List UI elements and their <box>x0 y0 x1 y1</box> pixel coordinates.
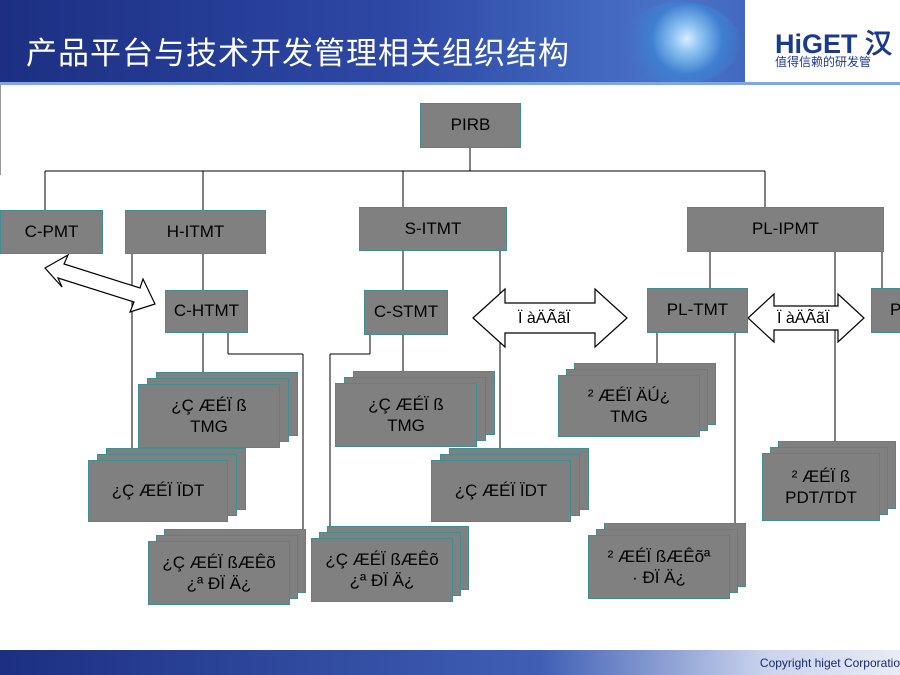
logo-tagline: 值得信赖的研发管 <box>775 55 872 69</box>
stack-s-project: ¿Ç ÆÉÏ ßÆÊõ ¿ª ÐÏ Ä¿ <box>311 526 469 602</box>
org-node-pl-tmt: PL-TMT <box>647 288 748 333</box>
stack-pdt-tdt: ² ÆÉÏ ß PDT/TDT <box>762 441 896 521</box>
org-node-h-itmt: H-ITMT <box>125 210 266 254</box>
org-node-c-stmt: C-STMT <box>364 290 448 335</box>
stack-h-project: ¿Ç ÆÉÏ ßÆÊõ ¿ª ÐÏ Ä¿ <box>148 529 306 605</box>
globe-graphic <box>622 2 740 84</box>
footer-bar: Copyright higet Corporatio <box>0 650 900 675</box>
logo: HiGET 汉 <box>775 29 893 59</box>
org-node-s-itmt: S-ITMT <box>359 207 507 251</box>
stack-h-tmg: ¿Ç ÆÉÏ ß TMG <box>138 372 298 448</box>
header-banner: 产品平台与技术开发管理相关组织结构 HiGET 汉 值得信赖的研发管 <box>0 0 900 85</box>
arrow-label-right: Ï àÄÃãÏ <box>777 310 830 327</box>
org-node-c-pmt: C-PMT <box>0 210 103 254</box>
stack-pl-tmg: ² ÆÉÏ ÄÚ¿ TMG <box>558 363 716 437</box>
stack-h-tdt: ¿Ç ÆÉÏ ÏDT <box>88 448 246 522</box>
arrow-label-center: Ï àÄÃãÏ <box>518 310 571 327</box>
stack-s-tdt: ¿Ç ÆÉÏ ÏDT <box>431 448 589 522</box>
org-node-p-partial: P <box>871 288 900 333</box>
double-arrow-right <box>747 292 865 344</box>
double-arrow-left <box>44 253 156 313</box>
stack-s-tmg: ¿Ç ÆÉÏ ß TMG <box>335 371 495 447</box>
stack-pl-project: ² ÆÉÏ ßÆÊõª · ÐÏ Ä¿ <box>588 523 746 599</box>
org-node-c-htmt: C-HTMT <box>165 290 248 333</box>
header-stripe <box>0 82 900 85</box>
copyright-text: Copyright higet Corporatio <box>759 656 900 670</box>
org-node-pirb: PIRB <box>420 103 521 148</box>
double-arrow-center <box>472 287 628 349</box>
org-node-pl-ipmt: PL-IPMT <box>687 207 884 252</box>
page-title: 产品平台与技术开发管理相关组织结构 <box>26 36 570 72</box>
logo-panel: HiGET 汉 值得信赖的研发管 <box>745 0 900 85</box>
left-divider <box>0 85 1 175</box>
